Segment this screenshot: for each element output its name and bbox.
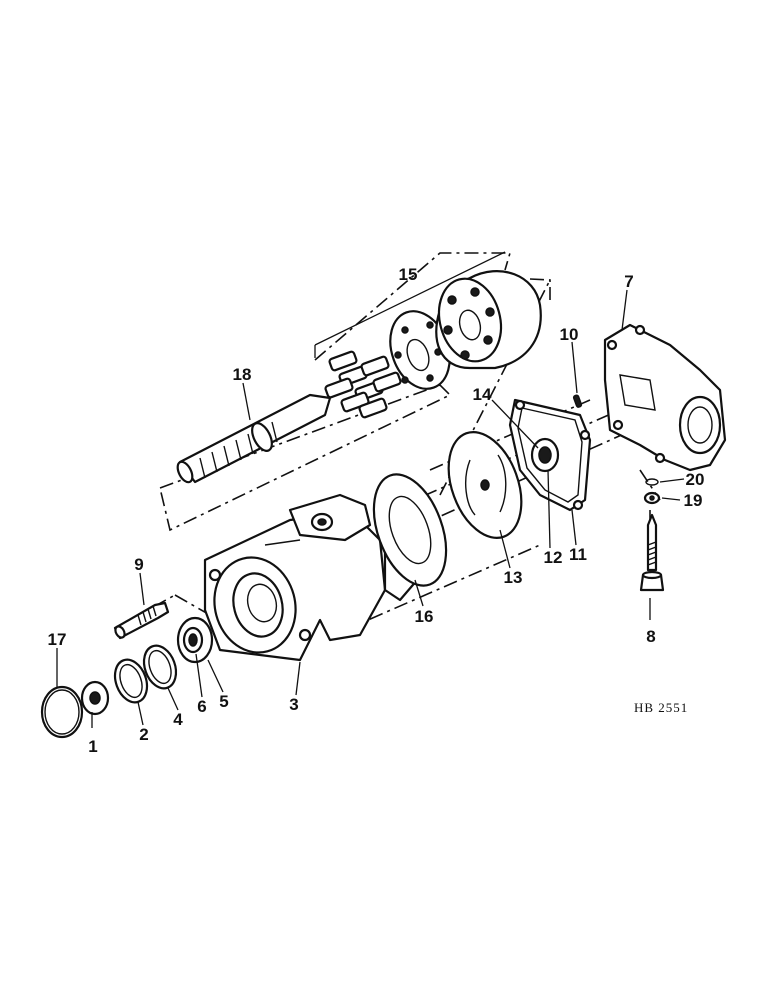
part-15-rotating-group	[324, 270, 542, 419]
callout-2: 2	[139, 725, 148, 744]
callout-6: 6	[197, 697, 206, 716]
callout-9: 9	[134, 555, 143, 574]
callout-17: 17	[48, 630, 67, 649]
drawing-reference-code: HB 2551	[634, 700, 688, 715]
callout-18: 18	[233, 365, 252, 384]
callout-1: 1	[88, 737, 97, 756]
callout-15: 15	[399, 265, 418, 284]
callout-20: 20	[686, 470, 705, 489]
part-18-drive-shaft	[176, 393, 332, 484]
callout-13: 13	[504, 568, 523, 587]
callout-12: 12	[544, 548, 563, 567]
leader-lines	[56, 251, 685, 728]
callout-labels: 1 2 3 4 5 6 7 8 9 10 11 12 13 14 15 16 1…	[48, 265, 705, 756]
part-9-stud	[113, 601, 170, 640]
part-4-retaining-ring	[142, 644, 178, 690]
callout-8: 8	[646, 627, 655, 646]
callout-14: 14	[473, 385, 492, 404]
callout-11: 11	[569, 545, 587, 564]
callout-19: 19	[684, 491, 703, 510]
callout-3: 3	[289, 695, 298, 714]
part-2-snap-ring	[113, 658, 149, 704]
pistons	[324, 350, 402, 419]
part-17-o-ring	[40, 685, 84, 739]
part-10-dowel-pin	[572, 394, 583, 408]
callout-4: 4	[173, 710, 183, 729]
callout-7: 7	[624, 272, 633, 291]
callout-5: 5	[219, 692, 228, 711]
part-7-end-cap	[603, 323, 727, 472]
callout-16: 16	[415, 607, 434, 626]
part-8-long-bolt	[639, 513, 665, 592]
part-20-o-ring	[645, 478, 659, 486]
callout-10: 10	[560, 325, 579, 344]
part-14-bearing-race	[538, 446, 552, 464]
